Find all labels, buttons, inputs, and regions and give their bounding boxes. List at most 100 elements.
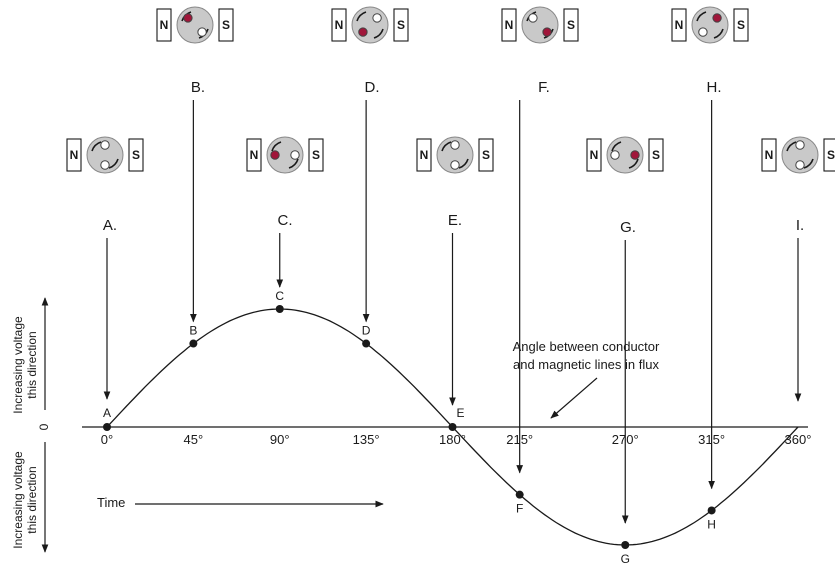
conductor-a (183, 13, 193, 23)
rotor-disc (436, 136, 474, 174)
north-pole-block (671, 8, 687, 42)
curve-point-label-e: E (456, 406, 464, 420)
top-label-g: G. (620, 219, 636, 236)
north-pole-label: N (160, 18, 169, 32)
south-pole-block (128, 138, 144, 172)
rotor-disc (606, 136, 644, 174)
degree-label-b: 45° (184, 432, 204, 447)
south-pole-block (823, 138, 835, 172)
top-label-e: E. (448, 212, 462, 229)
rotation-arc (108, 158, 119, 169)
top-label-b: B. (191, 79, 205, 96)
rotation-arc (288, 158, 299, 169)
conductor-b (450, 140, 460, 150)
top-label-f: F. (538, 79, 550, 96)
rotation-arc (373, 28, 384, 39)
south-pole-label: S (652, 148, 660, 162)
south-pole-label: S (737, 18, 745, 32)
south-pole-label: S (132, 148, 140, 162)
rotation-arc (441, 141, 452, 152)
south-pole-label: S (482, 148, 490, 162)
curve-point-label-a: A (103, 406, 111, 420)
south-pole-block (308, 138, 324, 172)
rotation-arc (458, 158, 469, 169)
degree-label-a: 0° (101, 432, 113, 447)
conductor-a (630, 150, 640, 160)
conductor-b (197, 27, 207, 37)
north-pole-block (416, 138, 432, 172)
conductor-a (795, 140, 805, 150)
top-label-a: A. (103, 217, 117, 234)
degree-label-d: 135° (353, 432, 380, 447)
conductor-b (698, 27, 708, 37)
upper-voltage-label-line1: Increasing voltage (11, 316, 25, 414)
north-pole-label: N (335, 18, 344, 32)
north-pole-block (66, 138, 82, 172)
north-pole-label: N (420, 148, 429, 162)
conductor-a (100, 140, 110, 150)
rotor-disc (86, 136, 124, 174)
conductor-b (372, 13, 382, 23)
north-pole-block (156, 8, 172, 42)
curve-point-e (448, 423, 457, 431)
top-label-d: D. (365, 79, 380, 96)
south-pole-block (478, 138, 494, 172)
lower-voltage-direction: Increasing voltage this direction (11, 442, 49, 553)
north-pole-block (761, 138, 777, 172)
curve-point-label-g: G (621, 552, 630, 565)
south-pole-label: S (567, 18, 575, 32)
rotation-arc (271, 141, 282, 152)
curve-point-f (515, 490, 524, 499)
top-label-i: I. (796, 217, 804, 234)
rotor-disc (351, 6, 389, 44)
lower-voltage-label-line2: this direction (25, 466, 39, 533)
south-pole-label: S (222, 18, 230, 32)
degree-label-f: 215° (506, 432, 533, 447)
north-pole-block (246, 138, 262, 172)
south-pole-block (563, 8, 579, 42)
rotation-arc (91, 141, 102, 152)
conductor-a (542, 27, 552, 37)
curve-point-label-c: C (275, 289, 284, 303)
north-pole-label: N (590, 148, 599, 162)
upper-voltage-direction: Increasing voltage this direction (11, 297, 49, 414)
rotation-arc (786, 141, 797, 152)
y-zero-label: 0 (37, 423, 51, 430)
conductor-b (610, 150, 620, 160)
curve-point-label-h: H (707, 517, 716, 531)
south-pole-label: S (397, 18, 405, 32)
curve-point-g (621, 541, 630, 549)
rotation-arc (696, 11, 707, 22)
degree-label-g: 270° (612, 432, 639, 447)
curve-point-b (189, 339, 198, 348)
north-pole-block (331, 8, 347, 42)
south-pole-block (393, 8, 409, 42)
curve-point-d (362, 339, 371, 348)
degree-label-e: 180° (439, 432, 466, 447)
degree-label-c: 90° (270, 432, 290, 447)
curve-point-label-b: B (189, 324, 197, 338)
annotation-line1: Angle between conductor (513, 339, 660, 354)
rotation-arc (628, 158, 639, 169)
curve-point-c (275, 305, 284, 313)
conductor-a (270, 150, 280, 160)
annotation-arrow (550, 377, 598, 419)
north-pole-label: N (505, 18, 514, 32)
curve-point-label-d: D (362, 324, 371, 338)
curve-point-a (103, 423, 111, 431)
top-label-h: H. (707, 79, 722, 96)
rotor-disc (691, 6, 729, 44)
rotation-arc (356, 11, 367, 22)
top-label-c: C. (278, 212, 293, 229)
